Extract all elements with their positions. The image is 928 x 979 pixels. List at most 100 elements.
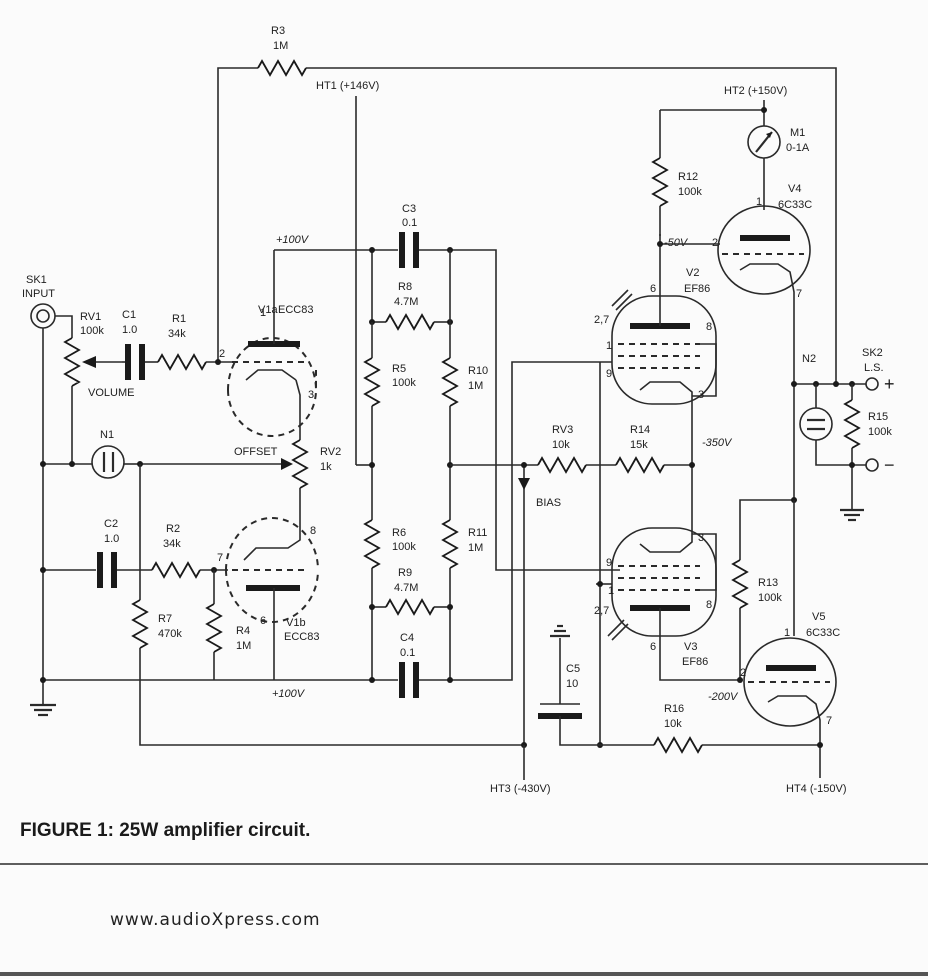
label-plus: + <box>884 374 895 394</box>
label-offset: OFFSET <box>234 446 278 458</box>
label-pin-7b: 7 <box>217 552 223 564</box>
label-sk2: SK2 <box>862 347 883 359</box>
ground-mark-v2 <box>611 289 633 311</box>
label-r1-val: 34k <box>168 328 186 340</box>
label-pin-v2-8: 8 <box>706 321 712 333</box>
label-pin-6b: 6 <box>260 615 266 627</box>
resistor-r10 <box>441 250 459 520</box>
input-wire <box>55 315 73 338</box>
label-r2-val: 34k <box>163 538 181 550</box>
label-r11-val: 1M <box>468 542 483 554</box>
label-rv3: RV3 <box>552 424 573 436</box>
label-ht2: HT2 (+150V) <box>724 85 787 97</box>
label-pin-v4-7: 7 <box>796 288 802 300</box>
label-r11: R11 <box>468 527 487 539</box>
junction-output <box>791 381 797 387</box>
label-r6: R6 <box>392 527 406 539</box>
label-c1: C1 <box>122 309 136 321</box>
tube-v1b <box>225 517 319 680</box>
resistor-r3 <box>217 59 837 384</box>
label-n1: N1 <box>100 429 114 441</box>
figure-caption: FIGURE 1: 25W amplifier circuit. <box>20 820 311 841</box>
tube-v4 <box>717 205 811 500</box>
label-pin-v3-9: 9 <box>606 557 612 569</box>
label-pin-v2-6: 6 <box>650 283 656 295</box>
junction-r5-r6 <box>369 462 375 468</box>
label-r4-val: 1M <box>236 640 251 652</box>
label-r6-val: 100k <box>392 541 416 553</box>
label-r12-val: 100k <box>678 186 702 198</box>
label-input: INPUT <box>22 288 55 300</box>
potentiometer-rv2 <box>140 439 309 520</box>
resistor-r12 <box>651 109 764 236</box>
label-r8-val: 4.7M <box>394 296 418 308</box>
label-v4: V4 <box>788 183 801 195</box>
label-r13-val: 100k <box>758 592 782 604</box>
label-c4: C4 <box>400 632 414 644</box>
label-c3: C3 <box>402 203 416 215</box>
capacitor-c5 <box>538 624 600 746</box>
label-pin-v3-3: 3 <box>698 532 704 544</box>
label-minus200: -200V <box>708 691 739 703</box>
label-ls: L.S. <box>864 362 884 374</box>
junction-c4-right <box>447 677 453 683</box>
label-r1: R1 <box>172 313 186 325</box>
junction-ht4 <box>817 742 823 748</box>
r13-top-wire <box>739 499 794 560</box>
label-rv3-val: 10k <box>552 439 570 451</box>
tube-v5 <box>743 637 837 745</box>
label-pin-1a: 1 <box>260 307 266 319</box>
ammeter-m1 <box>747 125 781 210</box>
label-v1b-type: ECC83 <box>284 631 319 643</box>
junction-r9-right <box>447 604 453 610</box>
resistor-r16 <box>600 736 821 778</box>
label-r15-val: 100k <box>868 426 892 438</box>
junction-v5-grid <box>737 677 743 683</box>
label-r3-val: 1M <box>273 40 288 52</box>
label-r14-val: 15k <box>630 439 648 451</box>
junction-r15-bottom <box>849 462 855 468</box>
label-pin-v5-1: 1 <box>784 627 790 639</box>
tube-v2 <box>599 234 717 584</box>
label-ht3: HT3 (-430V) <box>490 783 551 795</box>
label-r2: R2 <box>166 523 180 535</box>
label-v2: V2 <box>686 267 699 279</box>
page-bottom-edge <box>0 972 928 976</box>
website-url: www.audioXpress.com <box>110 910 321 930</box>
label-v4-type: 6C33C <box>778 199 812 211</box>
label-v3: V3 <box>684 641 697 653</box>
label-r13: R13 <box>758 577 778 589</box>
label-pin-v4-1: 1 <box>756 196 762 208</box>
junction-v4-grid <box>657 241 663 247</box>
label-r7: R7 <box>158 613 172 625</box>
label-pin-v2-27: 2,7 <box>594 314 609 326</box>
neon-n2 <box>799 384 866 466</box>
junction-v3-grid <box>597 581 603 587</box>
junction-feedback <box>833 381 839 387</box>
label-minus50: -50V <box>664 237 689 249</box>
label-r7-val: 470k <box>158 628 182 640</box>
capacitor-c2 <box>97 552 152 588</box>
junction-r9-left <box>369 604 375 610</box>
tube-v1a <box>227 250 317 440</box>
sk1-input-jack <box>30 303 56 329</box>
resistor-r13 <box>731 559 749 680</box>
terminal-plus-icon <box>865 377 879 391</box>
label-pin-v5-7: 7 <box>826 715 832 727</box>
label-pin-v3-8: 8 <box>706 599 712 611</box>
capacitor-c4 <box>399 361 612 698</box>
junction-r14 <box>689 462 695 468</box>
resistor-r14 <box>615 456 692 474</box>
label-r9: R9 <box>398 567 412 579</box>
label-rv2: RV2 <box>320 446 341 458</box>
junction-r1 <box>215 359 221 365</box>
label-ht1: HT1 (+146V) <box>316 80 379 92</box>
resistor-r7 <box>131 599 524 746</box>
label-r3: R3 <box>271 25 285 37</box>
label-c5: C5 <box>566 663 580 675</box>
label-c3-val: 0.1 <box>402 217 417 229</box>
resistor-r15 <box>843 384 861 510</box>
label-r14: R14 <box>630 424 650 436</box>
label-pin-v2-1: 1 <box>606 340 612 352</box>
label-rv1: RV1 <box>80 311 101 323</box>
